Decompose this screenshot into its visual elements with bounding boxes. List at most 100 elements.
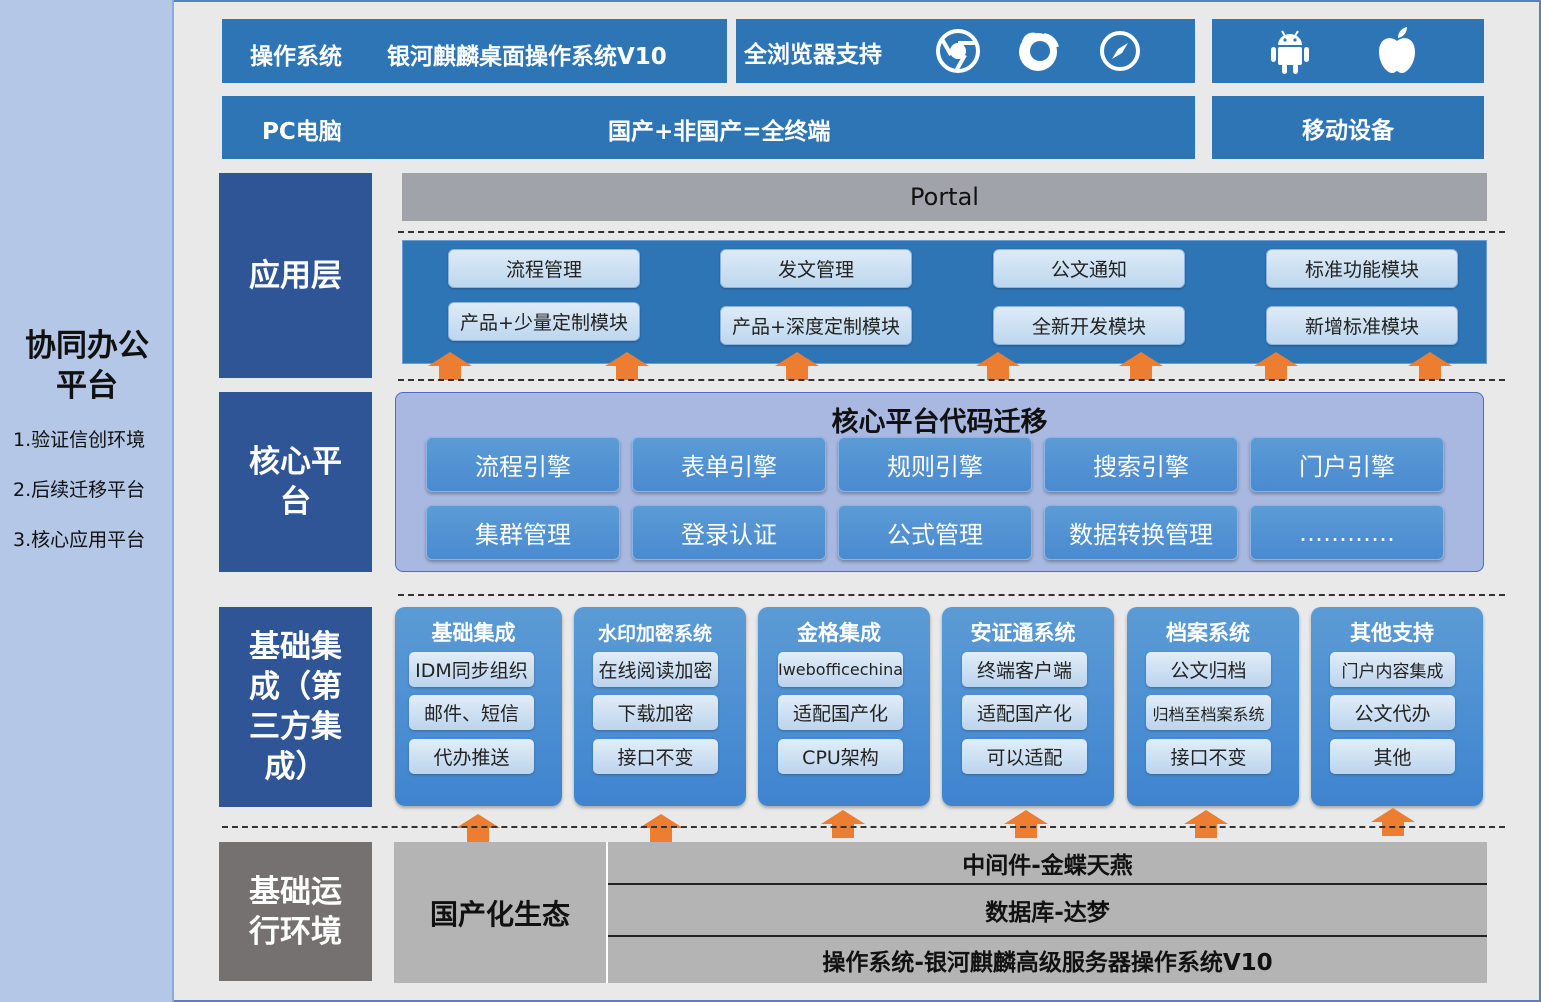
engine-box: 集群管理 <box>426 505 620 560</box>
column-title-text: 档案系统 <box>1166 621 1250 645</box>
module-pill: 发文管理 <box>720 249 912 288</box>
runtime-row-text: 数据库-达梦 <box>985 900 1110 926</box>
column-item-text: 代办推送 <box>433 747 510 769</box>
engine-box: 数据转换管理 <box>1044 505 1238 560</box>
engine-box: 规则引擎 <box>838 437 1032 492</box>
column-item: 接口不变 <box>1146 739 1271 774</box>
left-item-1: 1.验证信创环境 <box>13 429 146 451</box>
up-arrow-icon <box>1371 808 1415 836</box>
integration-layer-label: 基础集成（第三方集成） <box>219 607 372 807</box>
column-item-text: 公文归档 <box>1170 660 1247 682</box>
mobile-label: 移动设备 <box>1302 117 1394 144</box>
column-item: 公文归档 <box>1146 652 1271 687</box>
column-item: 适配国产化 <box>962 695 1087 730</box>
column-title: 档案系统 <box>1127 617 1289 647</box>
column-item-text: 其他 <box>1373 747 1412 769</box>
column-item: 归档至档案系统 <box>1146 695 1271 730</box>
portal-text: Portal <box>910 183 979 211</box>
up-arrow-icon <box>1004 810 1048 838</box>
column-item-text: 在线阅读加密 <box>598 660 713 682</box>
column-item-text: 适配国产化 <box>792 703 888 725</box>
main-frame <box>174 0 1541 1002</box>
column-item-text: 终端客户端 <box>976 660 1072 682</box>
column-item: 下载加密 <box>593 695 718 730</box>
module-pill: 公文通知 <box>993 249 1185 288</box>
column-item-text: 下载加密 <box>617 703 694 725</box>
column-item: Iwebofficechina <box>778 652 903 687</box>
divider-3 <box>398 594 1505 596</box>
mobile-bar: 移动设备 <box>1212 96 1484 159</box>
engine-box: ………… <box>1250 505 1444 560</box>
engine-box: 流程引擎 <box>426 437 620 492</box>
column-title-text: 其他支持 <box>1350 621 1434 645</box>
up-arrow-icon <box>775 352 819 380</box>
column-item: 适配国产化 <box>778 695 903 730</box>
engine-box: 门户引擎 <box>1250 437 1444 492</box>
module-pill: 产品+深度定制模块 <box>720 306 912 345</box>
chrome-icon <box>936 29 980 73</box>
divider-2 <box>398 379 1505 381</box>
column-item: 邮件、短信 <box>409 695 534 730</box>
engine-box: 登录认证 <box>632 505 826 560</box>
divider-1 <box>398 231 1505 233</box>
os-bar: 操作系统 银河麒麟桌面操作系统V10 <box>222 19 727 83</box>
module-text: 标准功能模块 <box>1304 259 1419 281</box>
engine-box: 搜索引擎 <box>1044 437 1238 492</box>
eco-text: 国产化生态 <box>429 897 570 931</box>
column-item-text: 可以适配 <box>986 747 1063 769</box>
column-item: 可以适配 <box>962 739 1087 774</box>
engine-text: 表单引擎 <box>681 453 777 481</box>
module-text: 产品+深度定制模块 <box>732 316 900 338</box>
up-arrow-icon <box>428 352 472 380</box>
core-layer-label: 核心平台 <box>219 392 372 572</box>
engine-text: 规则引擎 <box>887 453 983 481</box>
up-arrow-icon <box>456 814 500 842</box>
portal-bar: Portal <box>402 173 1487 221</box>
core-title: 核心平台代码迁移 <box>395 402 1484 438</box>
pc-value: 国产+非国产=全终端 <box>608 119 831 145</box>
column-item: 其他 <box>1330 739 1455 774</box>
engine-box: 公式管理 <box>838 505 1032 560</box>
column-item-text: 接口不变 <box>1170 747 1247 769</box>
eco-box: 国产化生态 <box>394 842 606 983</box>
engine-text: 数据转换管理 <box>1069 521 1213 549</box>
column-title: 水印加密系统 <box>574 617 736 647</box>
app-layer-label-text: 应用层 <box>249 257 342 294</box>
column-item-text: 接口不变 <box>617 747 694 769</box>
column-item-text: 公文代办 <box>1354 703 1431 725</box>
engine-text: 门户引擎 <box>1299 453 1395 481</box>
runtime-row: 操作系统-银河麒麟高级服务器操作系统V10 <box>608 937 1487 983</box>
engine-box: 表单引擎 <box>632 437 826 492</box>
android-icon <box>1271 30 1309 74</box>
firefox-icon <box>1019 32 1059 71</box>
column-item: CPU架构 <box>778 739 903 774</box>
engine-text: 登录认证 <box>681 521 777 549</box>
module-pill: 全新开发模块 <box>993 306 1185 345</box>
up-arrow-icon <box>605 352 649 380</box>
column-item: 门户内容集成 <box>1330 652 1455 687</box>
module-pill: 流程管理 <box>448 249 640 288</box>
integration-layer-label-text: 基础集成（第三方集成） <box>249 629 342 785</box>
platform-title: 协同办公平台 <box>25 328 149 404</box>
module-text: 全新开发模块 <box>1031 316 1146 338</box>
column-item-text: CPU架构 <box>802 747 879 769</box>
divider-4 <box>222 826 1505 828</box>
column-title-text: 水印加密系统 <box>597 622 712 645</box>
app-layer-label: 应用层 <box>219 173 372 378</box>
module-text: 公文通知 <box>1050 259 1127 281</box>
column-item: IDM同步组织 <box>409 652 534 687</box>
module-pill: 标准功能模块 <box>1266 249 1458 288</box>
os-value: 银河麒麟桌面操作系统V10 <box>387 44 667 70</box>
module-pill: 新增标准模块 <box>1266 306 1458 345</box>
column-item-text: Iwebofficechina <box>778 660 903 679</box>
engine-text: 搜索引擎 <box>1093 453 1189 481</box>
runtime-row: 中间件-金蝶天燕 <box>608 842 1487 885</box>
column-title: 金格集成 <box>758 617 920 647</box>
column-item: 接口不变 <box>593 739 718 774</box>
up-arrow-icon <box>1184 810 1228 838</box>
pc-label: PC电脑 <box>262 119 342 145</box>
browser-bar: 全浏览器支持 <box>736 19 1195 83</box>
column-item: 代办推送 <box>409 739 534 774</box>
up-arrow-icon <box>976 352 1020 380</box>
up-arrow-icon <box>821 810 865 838</box>
